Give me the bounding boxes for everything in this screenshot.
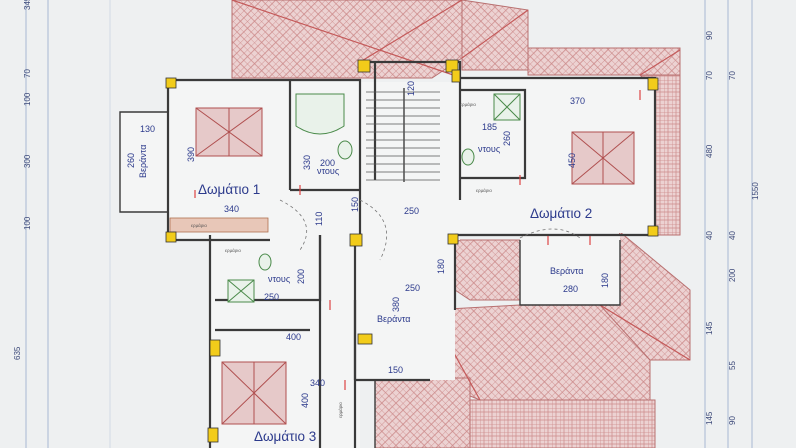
shower-label-3: ντους [268,274,291,284]
interior-floor [120,78,655,448]
svg-text:250: 250 [405,283,420,293]
svg-text:400: 400 [300,393,310,408]
dimension-labels: 340 390 330 200 130 260 120 110 150 250 … [126,81,610,408]
veranda-south-label: Βεράντα [377,314,410,324]
svg-text:90: 90 [705,31,714,40]
svg-text:250: 250 [264,292,279,302]
svg-text:450: 450 [567,153,577,168]
veranda-west-label: Βεράντα [138,145,148,178]
columns [165,59,659,443]
svg-text:70: 70 [705,71,714,80]
svg-text:185: 185 [482,122,497,132]
room-1-label: Δωμάτιο 1 [198,182,260,197]
svg-text:70: 70 [728,71,737,80]
svg-text:380: 380 [391,297,401,312]
svg-text:340: 340 [310,378,325,388]
room-2-label: Δωμάτιο 2 [530,206,592,221]
svg-text:100: 100 [23,92,32,106]
svg-text:150: 150 [388,365,403,375]
wardrobe-label-5: ερμάριο [337,402,343,418]
dimension-lines [25,0,753,448]
walls [119,60,657,448]
svg-text:280: 280 [563,284,578,294]
svg-text:340: 340 [224,204,239,214]
wardrobe-room1 [169,217,269,233]
svg-text:120: 120 [406,81,416,96]
svg-text:1550: 1550 [751,182,760,200]
svg-text:345: 345 [23,0,32,10]
svg-text:180: 180 [436,259,446,274]
beds [195,107,635,425]
svg-text:260: 260 [126,153,136,168]
svg-text:110: 110 [314,212,324,226]
svg-text:180: 180 [600,273,610,288]
svg-text:370: 370 [570,96,585,106]
svg-text:200: 200 [320,158,335,168]
wardrobe-label-3: ερμάριο [476,187,492,193]
svg-text:390: 390 [186,147,196,162]
svg-text:200: 200 [728,268,737,282]
veranda-east-label: Βεράντα [550,266,583,276]
staircase [366,88,440,182]
right-edge-dims: 90 70 70 40 480 1550 40 200 145 145 90 5… [705,31,760,425]
svg-text:250: 250 [404,206,419,216]
svg-text:150: 150 [350,197,360,212]
bathroom-fixtures [227,93,521,303]
svg-text:40: 40 [728,231,737,240]
svg-text:90: 90 [728,416,737,425]
construction-marks [194,90,641,390]
shower-label-2: ντους [478,144,501,154]
corridor-guides [279,199,581,261]
svg-text:145: 145 [705,411,714,425]
svg-text:400: 400 [286,332,301,342]
svg-text:55: 55 [728,361,737,370]
svg-text:130: 130 [140,124,155,134]
svg-text:635: 635 [13,346,22,360]
wardrobe-label-1: ερμάριο [191,222,207,228]
svg-text:200: 200 [296,269,306,284]
svg-text:40: 40 [705,231,714,240]
svg-text:480: 480 [705,144,714,158]
shower-label-1: ντους [317,166,340,176]
roof-areas [231,0,691,448]
room-3-label: Δωμάτιο 3 [254,429,316,444]
svg-text:145: 145 [705,321,714,335]
left-edge-dims: 345 70 100 300 100 635 [13,0,32,360]
wardrobe-label-2: ερμάριο [460,101,476,107]
svg-text:100: 100 [23,216,32,230]
svg-text:260: 260 [502,131,512,146]
svg-text:300: 300 [23,154,32,168]
wardrobe-label-4: ερμάριο [225,247,241,253]
svg-text:330: 330 [302,155,312,170]
svg-text:70: 70 [23,69,32,78]
